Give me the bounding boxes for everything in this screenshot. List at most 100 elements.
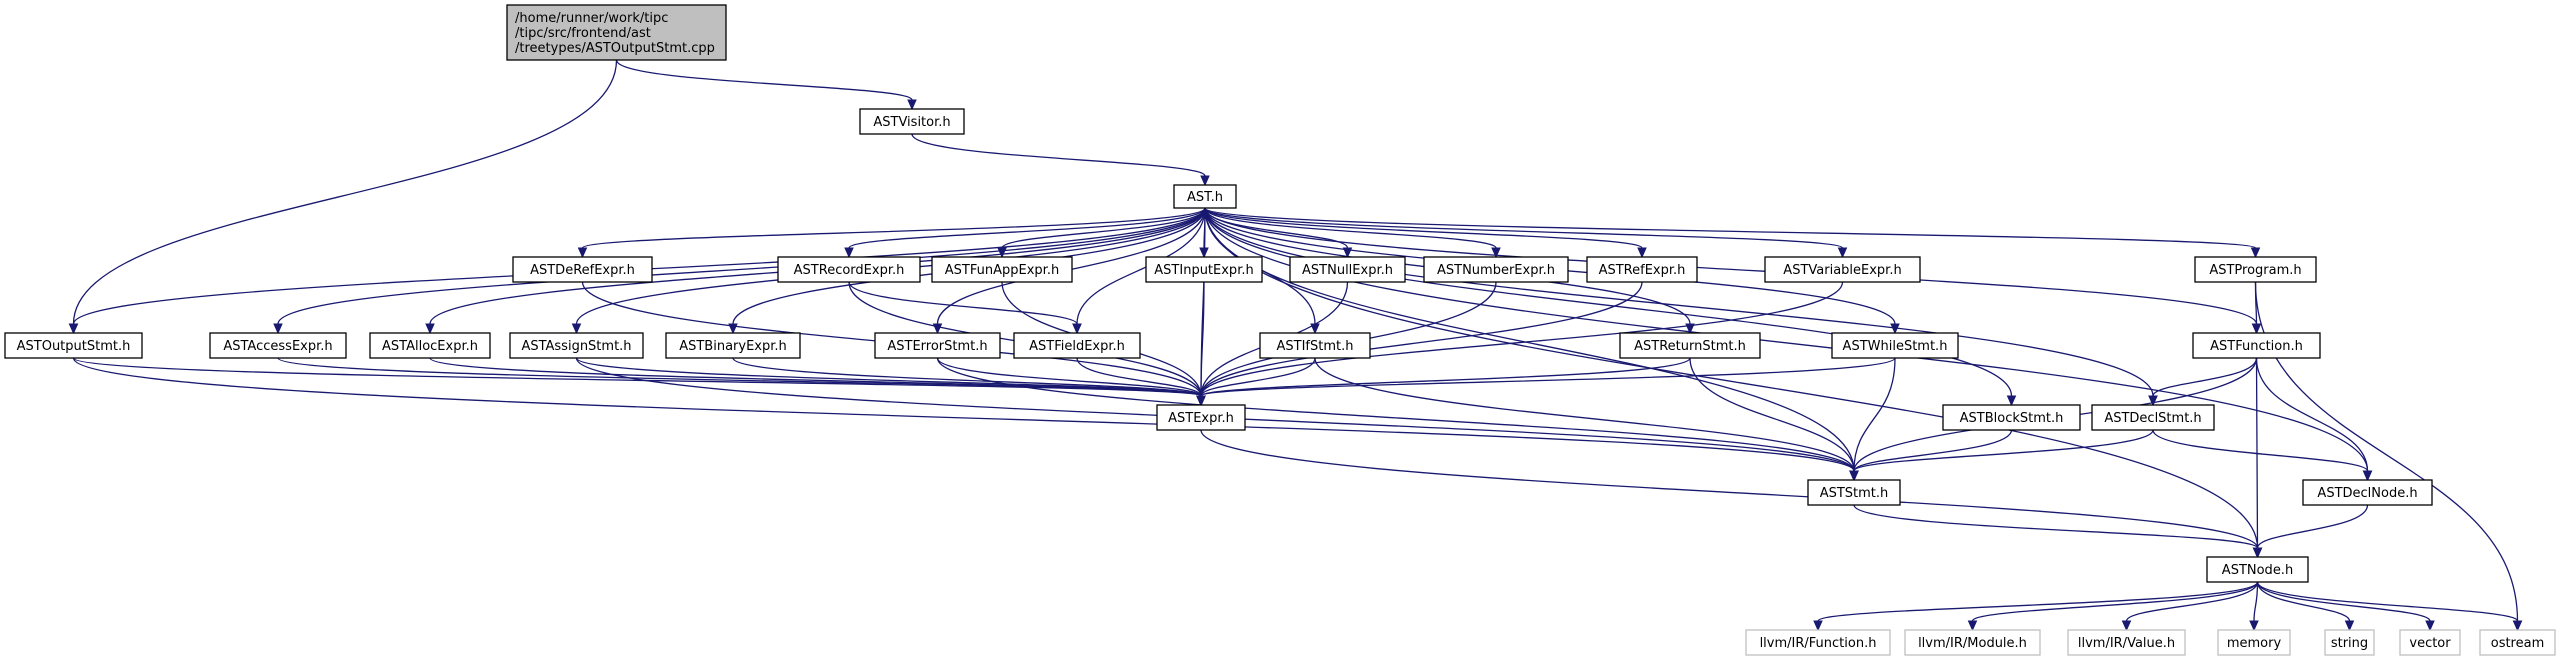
node-whilestmt[interactable]: ASTWhileStmt.h	[1831, 332, 1959, 359]
node-box	[2192, 332, 2321, 359]
node-label: ASTFunAppExpr.h	[945, 263, 1059, 278]
node-nullexpr[interactable]: ASTNullExpr.h	[1289, 256, 1406, 283]
node-ast[interactable]: AST.h	[1173, 184, 1237, 209]
edge-function-to-node	[2255, 357, 2259, 549]
edge-whilestmt-to-expr	[1200, 357, 1896, 397]
edge-variableexpr-to-expr	[1200, 281, 1844, 397]
node-box	[2302, 479, 2433, 506]
node-visitor[interactable]: ASTVisitor.h	[859, 108, 965, 135]
node-label: ASTRecordExpr.h	[794, 263, 905, 278]
edge-function-to-declstmt	[2152, 357, 2258, 397]
node-box	[209, 332, 347, 359]
node-errorstmt[interactable]: ASTErrorStmt.h	[874, 332, 1001, 359]
node-ifstmt[interactable]: ASTIfStmt.h	[1259, 332, 1371, 359]
arrowhead-declstmt-to-declnode	[2362, 470, 2373, 482]
arrowhead-ast-to-derefexpr	[577, 247, 588, 259]
arrowhead-program-to-function	[2251, 323, 2262, 335]
arrowhead-node-to-ostream	[2512, 620, 2523, 632]
arrowhead-ast-to-funappexpr	[997, 247, 1007, 259]
node-stmt[interactable]: ASTStmt.h	[1807, 479, 1901, 506]
node-label: llvm/IR/Module.h	[1918, 636, 2027, 651]
node-funappexpr[interactable]: ASTFunAppExpr.h	[931, 256, 1073, 283]
node-program[interactable]: ASTProgram.h	[2194, 256, 2317, 283]
node-outputstmt[interactable]: ASTOutputStmt.h	[4, 332, 143, 359]
node-fieldexpr[interactable]: ASTFieldExpr.h	[1013, 332, 1141, 359]
arrowhead-node-to-llvmfunction	[1813, 620, 1823, 632]
node-label: ASTProgram.h	[2209, 263, 2301, 278]
arrowhead-ast-to-program	[2250, 247, 2261, 259]
node-recordexpr[interactable]: ASTRecordExpr.h	[777, 256, 921, 283]
node-declnode[interactable]: ASTDeclNode.h	[2302, 479, 2433, 506]
arrowhead-declstmt-to-stmt	[1849, 470, 1859, 482]
edge-assignstmt-to-expr	[575, 357, 1202, 397]
node-llvmmodule: llvm/IR/Module.h	[1904, 629, 2041, 656]
edge-allocexpr-to-expr	[429, 357, 1202, 397]
node-accessexpr[interactable]: ASTAccessExpr.h	[209, 332, 347, 359]
node-box	[2399, 629, 2461, 656]
node-variableexpr[interactable]: ASTVariableExpr.h	[1764, 256, 1921, 283]
node-box	[1145, 256, 1263, 283]
node-declstmt[interactable]: ASTDeclStmt.h	[2091, 404, 2215, 431]
edge-root-to-outputstmt	[72, 59, 618, 325]
edge-ast-to-program	[1204, 207, 2257, 249]
node-box	[1745, 629, 1891, 656]
node-box	[1764, 256, 1921, 283]
node-box	[931, 256, 1073, 283]
edge-node-to-vector	[2256, 581, 2431, 622]
edge-blockstmt-to-stmt	[1853, 429, 2013, 472]
node-assignstmt[interactable]: ASTAssignStmt.h	[509, 332, 644, 359]
node-returnstmt[interactable]: ASTReturnStmt.h	[1619, 332, 1761, 359]
node-expr[interactable]: ASTExpr.h	[1156, 404, 1246, 431]
node-box	[1831, 332, 1959, 359]
node-box	[506, 4, 727, 61]
node-inputexpr[interactable]: ASTInputExpr.h	[1145, 256, 1263, 283]
node-memory: memory	[2217, 629, 2291, 656]
node-binaryexpr[interactable]: ASTBinaryExpr.h	[665, 332, 801, 359]
arrowhead-ast-to-recordexpr	[844, 247, 854, 259]
edge-ast-to-accessexpr	[277, 207, 1206, 325]
node-derefexpr[interactable]: ASTDeRefExpr.h	[512, 256, 653, 283]
edge-refexpr-to-expr	[1200, 281, 1643, 397]
arrowhead-ast-to-accessexpr	[273, 323, 283, 335]
node-box	[2479, 629, 2556, 656]
nodes-layer: /home/runner/work/tipc/tipc/src/frontend…	[4, 4, 2556, 656]
node-node[interactable]: ASTNode.h	[2206, 556, 2309, 583]
edge-declnode-to-node	[2256, 504, 2369, 549]
edge-ast-to-funappexpr	[1001, 207, 1206, 249]
edge-function-to-declnode	[2255, 357, 2369, 472]
node-root[interactable]: /home/runner/work/tipc/tipc/src/frontend…	[506, 4, 727, 61]
node-label: ASTStmt.h	[1820, 486, 1889, 501]
arrowhead-ast-to-variableexpr	[1837, 247, 1848, 259]
edge-ifstmt-to-expr	[1200, 357, 1316, 397]
node-numberexpr[interactable]: ASTNumberExpr.h	[1423, 256, 1569, 283]
node-box	[369, 332, 491, 359]
node-box	[859, 108, 965, 135]
node-label: ASTNumberExpr.h	[1437, 263, 1555, 278]
node-label: ASTInputExpr.h	[1154, 263, 1253, 278]
edge-node-to-llvmmodule	[1971, 581, 2259, 622]
node-label: ASTWhileStmt.h	[1843, 339, 1948, 354]
edge-binaryexpr-to-expr	[732, 357, 1202, 397]
node-label: ASTErrorStmt.h	[887, 339, 987, 354]
node-label: ASTDeclStmt.h	[2104, 411, 2201, 426]
node-label: ASTFieldExpr.h	[1029, 339, 1125, 354]
arrowhead-recordexpr-to-fieldexpr	[1072, 323, 1082, 335]
node-refexpr[interactable]: ASTRefExpr.h	[1586, 256, 1698, 283]
arrowhead-root-to-visitor	[907, 99, 917, 111]
edge-declstmt-to-stmt	[1853, 429, 2154, 472]
arrowhead-ast-to-assignstmt	[571, 323, 582, 335]
node-allocexpr[interactable]: ASTAllocExpr.h	[369, 332, 491, 359]
arrowhead-node-to-string	[2344, 620, 2355, 632]
node-label: ASTVisitor.h	[873, 115, 950, 130]
node-label: vector	[2409, 636, 2451, 651]
node-label: ASTBinaryExpr.h	[679, 339, 787, 354]
node-function[interactable]: ASTFunction.h	[2192, 332, 2321, 359]
arrowhead-node-to-llvmvalue	[2121, 620, 2132, 632]
node-llvmvalue: llvm/IR/Value.h	[2067, 629, 2186, 656]
node-blockstmt[interactable]: ASTBlockStmt.h	[1942, 404, 2081, 431]
edge-errorstmt-to-expr	[936, 357, 1202, 397]
node-box	[1259, 332, 1371, 359]
node-label: ASTDeclNode.h	[2317, 486, 2417, 501]
node-label: /home/runner/work/tipc	[515, 11, 668, 26]
